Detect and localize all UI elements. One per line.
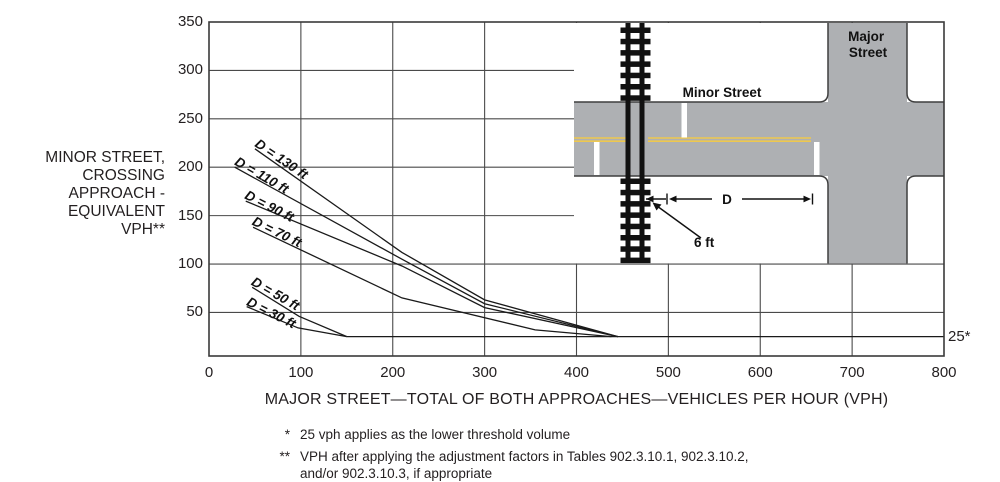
rail-left bbox=[625, 23, 631, 263]
y-tick-label: 300 bbox=[177, 61, 203, 79]
rail-right bbox=[639, 23, 645, 263]
x-tick-label: 100 bbox=[288, 364, 314, 381]
x-tick-label: 200 bbox=[380, 364, 406, 381]
d-dimension-label: D bbox=[722, 192, 732, 207]
y-axis-title-line: CROSSING bbox=[82, 167, 165, 184]
stop-bar bbox=[814, 142, 820, 175]
six-ft-leader-line bbox=[656, 205, 702, 239]
x-tick-label: 800 bbox=[931, 364, 957, 381]
arrowhead-right-icon bbox=[803, 195, 811, 203]
minor-street-label: Minor Street bbox=[683, 85, 762, 100]
stop-bar bbox=[681, 103, 687, 138]
y-tick-label: 250 bbox=[177, 109, 203, 127]
arrowhead-left-icon bbox=[646, 195, 654, 203]
stop-bar bbox=[594, 142, 600, 175]
railroad-tie bbox=[620, 27, 651, 33]
major-street-label: Major Street bbox=[848, 29, 888, 60]
x-tick-label: 400 bbox=[563, 364, 590, 381]
railroad-tie bbox=[620, 212, 651, 218]
railroad-tie bbox=[620, 95, 651, 101]
railroad-track bbox=[620, 23, 651, 264]
curve-line bbox=[246, 306, 347, 338]
y-tick-label: 50 bbox=[186, 303, 203, 321]
railroad-tie bbox=[620, 223, 651, 230]
railroad-tie bbox=[620, 178, 651, 184]
y-axis-title-line: VPH** bbox=[121, 221, 165, 238]
arrowhead-left-icon bbox=[669, 195, 677, 203]
plot-frame bbox=[208, 21, 945, 357]
inset-diagram: D 6 ft Minor Street Major Street bbox=[574, 23, 944, 264]
minor-street-road bbox=[574, 102, 944, 176]
railroad-tie bbox=[620, 50, 651, 56]
curve-line bbox=[245, 200, 618, 338]
railroad-tie bbox=[620, 235, 651, 241]
road-edge-bottom-left bbox=[574, 175, 829, 264]
footnote-text-line: VPH after applying the adjustment factor… bbox=[300, 449, 749, 464]
railroad-ties bbox=[620, 27, 651, 264]
railroad-tie bbox=[620, 38, 651, 45]
y-axis-title-line: APPROACH - bbox=[68, 185, 165, 202]
footnote-text-line: and/or 902.3.10.3, if appropriate bbox=[300, 466, 493, 481]
curve-line bbox=[251, 286, 348, 338]
curve-line bbox=[252, 226, 612, 338]
arrowhead-up-left-icon bbox=[652, 202, 662, 211]
dimension-annotations: D 6 ft bbox=[646, 192, 814, 250]
railroad-tie bbox=[620, 72, 651, 79]
y-tick-label: 350 bbox=[177, 13, 203, 30]
x-tick-label: 600 bbox=[747, 364, 773, 381]
footnote-marker: * bbox=[284, 427, 290, 442]
six-ft-label: 6 ft bbox=[694, 235, 715, 250]
road-edge-bottom-right bbox=[906, 175, 944, 264]
curve-label: D = 70 ft bbox=[250, 214, 305, 251]
railroad-tie bbox=[620, 84, 651, 90]
threshold-label: 25* bbox=[948, 328, 971, 345]
railroad-tie bbox=[620, 61, 651, 67]
y-axis-title-line: EQUIVALENT bbox=[67, 203, 165, 220]
footnote-text: VPH after applying the adjustment factor… bbox=[300, 448, 749, 482]
x-tick-label: 0 bbox=[204, 364, 214, 381]
footnote-marker: ** bbox=[279, 449, 290, 464]
y-tick-label: 100 bbox=[177, 255, 203, 273]
footnote-text: 25 vph applies as the lower threshold vo… bbox=[300, 427, 571, 442]
x-tick-label: 500 bbox=[655, 364, 681, 381]
y-tick-label: 200 bbox=[177, 158, 203, 176]
y-axis-title-line: MINOR STREET, bbox=[45, 149, 165, 166]
x-tick-label: 300 bbox=[472, 364, 498, 381]
curve-line bbox=[234, 166, 618, 338]
railroad-tie bbox=[620, 201, 651, 207]
road-edge-top-left bbox=[574, 23, 829, 103]
y-tick-label: 150 bbox=[177, 206, 203, 224]
x-tick-label: 700 bbox=[839, 364, 865, 381]
y-axis-title: MINOR STREET, CROSSING APPROACH - EQUIVA… bbox=[45, 149, 165, 239]
yellow-center-line bbox=[574, 137, 811, 142]
railroad-tie bbox=[620, 189, 651, 196]
railroad-tie bbox=[620, 246, 651, 252]
curve-line bbox=[254, 148, 619, 338]
plot-border bbox=[208, 21, 945, 357]
x-axis-title: MAJOR STREET—TOTAL OF BOTH APPROACHES—VE… bbox=[264, 391, 889, 408]
railroad-tie bbox=[620, 257, 651, 264]
road-edge-top-right bbox=[906, 23, 944, 103]
